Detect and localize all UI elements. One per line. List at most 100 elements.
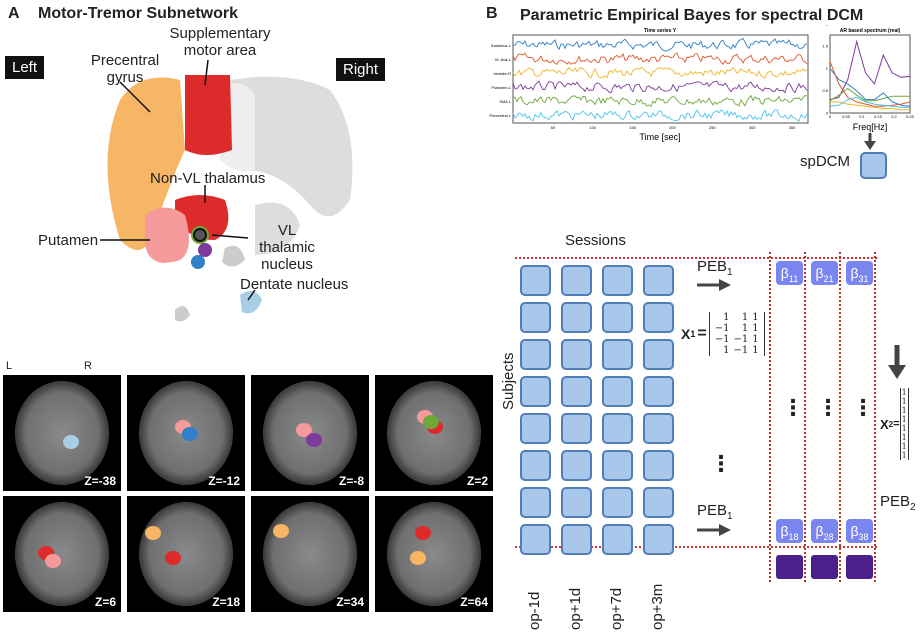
beta-parameter-box: β21 <box>811 261 838 285</box>
beta-index: 38 <box>858 531 869 542</box>
matrix-cell: 1 <box>901 424 907 433</box>
activation-blob <box>165 551 181 565</box>
session-dcm-box <box>643 450 674 481</box>
session-dcm-box <box>561 487 592 518</box>
session-dcm-box <box>561 302 592 333</box>
region-label: Precentral L <box>489 113 511 118</box>
vl-thalamus-marker <box>193 228 207 242</box>
group-parameter-box <box>846 555 873 579</box>
group-parameter-box <box>776 555 803 579</box>
y-tick-label: 1.5 <box>822 44 828 49</box>
spectrum-line <box>829 61 911 107</box>
dentate-label: Dentate nucleus <box>240 276 349 293</box>
timeseries-plot: Time series Y Time [sec] thalamus-LVL-th… <box>489 28 809 142</box>
session-dcm-box <box>520 376 551 407</box>
column-divider <box>839 252 841 582</box>
beta-index: 21 <box>823 273 834 284</box>
session-dcm-box <box>602 524 633 555</box>
panel-b-letter: B <box>486 5 498 22</box>
spectrum-line <box>829 39 911 101</box>
activation-blob <box>45 554 61 568</box>
precentral-label: Precentral gyrus <box>90 52 160 86</box>
mri-slice: Z=-38 <box>3 375 121 491</box>
session-dcm-box <box>520 339 551 370</box>
sessions-label: Sessions <box>565 232 626 249</box>
session-dcm-box <box>602 339 633 370</box>
matrix-cell: 1 <box>901 397 907 406</box>
session-dcm-box <box>520 524 551 555</box>
thalamus-region <box>175 195 229 240</box>
beta-parameter-box: β11 <box>776 261 803 285</box>
peb1-bottom-label: PEB1 <box>697 502 733 522</box>
panel-a-letter: A <box>8 5 20 22</box>
beta-parameter-box: β31 <box>846 261 873 285</box>
session-label: op+7d <box>608 587 625 630</box>
beta-symbol: β <box>780 523 789 539</box>
mri-right-label: R <box>84 360 92 372</box>
matrix-cell: 1 <box>723 312 730 323</box>
brain-image <box>263 502 357 606</box>
session-dcm-box <box>643 524 674 555</box>
peb2-label: PEB2 <box>880 493 916 513</box>
session-dcm-box <box>643 413 674 444</box>
activation-blob <box>63 435 79 449</box>
activation-blob <box>423 415 439 429</box>
session-dcm-box <box>602 376 633 407</box>
beta-symbol: β <box>815 523 824 539</box>
session-label: op+1d <box>567 587 584 630</box>
spectrum-xlabel: Freq[Hz] <box>853 122 888 132</box>
group-parameter-box <box>811 555 838 579</box>
timeseries-line <box>512 52 808 65</box>
slice-z-label: Z=6 <box>94 595 116 609</box>
brain-image <box>387 502 481 606</box>
spectrum-line <box>829 68 911 107</box>
session-dcm-box <box>643 487 674 518</box>
timeseries-line <box>512 37 808 52</box>
x-tick-label: 0 <box>829 114 832 119</box>
y-tick-label: 0 <box>826 111 829 116</box>
spectrum-line <box>829 96 910 108</box>
matrix-cell: 1 <box>901 388 907 397</box>
beta-index: 28 <box>823 531 834 542</box>
dentate-region <box>240 291 262 314</box>
mri-slice: Z=18 <box>127 496 245 612</box>
matrix-cell: 1 <box>723 345 730 356</box>
session-dcm-box <box>561 339 592 370</box>
matrix-cell: 1 <box>901 433 907 442</box>
session-dcm-box <box>643 265 674 296</box>
nonvl-label: Non-VL thalamus <box>150 170 266 187</box>
session-dcm-box <box>561 413 592 444</box>
y-tick-label: 1 <box>826 66 829 71</box>
matrix-cell: 1 <box>752 334 759 345</box>
x-tick-label: 0.2 <box>891 114 897 119</box>
beta-index: 18 <box>788 531 799 542</box>
x-tick-label: 0.05 <box>842 114 851 119</box>
vertical-ellipsis: ⋮ <box>852 396 874 421</box>
bottom-dotted-line <box>515 546 877 548</box>
session-dcm-box <box>561 265 592 296</box>
peb1-top-label: PEB1 <box>697 258 733 278</box>
x-tick-label: 150 <box>629 125 636 130</box>
matrix-cell: −1 <box>733 345 749 356</box>
beta-symbol: β <box>850 523 859 539</box>
beta-symbol: β <box>780 265 789 281</box>
spectrum-line <box>830 101 910 111</box>
session-label: op+3m <box>649 583 666 630</box>
column-divider <box>804 252 806 582</box>
down-arrow-icon <box>888 345 906 379</box>
slice-z-label: Z=2 <box>466 474 488 488</box>
region-label: Putamen-L <box>491 85 511 90</box>
mri-left-label: L <box>6 360 13 372</box>
column-divider <box>769 252 771 582</box>
right-arrow-icon <box>697 524 731 536</box>
spectrum-title: AR based spectrum (real) <box>840 28 901 34</box>
precentral-region <box>107 77 185 250</box>
slice-z-label: Z=18 <box>212 595 240 609</box>
session-dcm-box <box>643 302 674 333</box>
region-label: thalamus-L <box>491 43 512 48</box>
activation-blob <box>410 551 426 565</box>
brain-image <box>15 502 109 606</box>
x-tick-label: 0.1 <box>859 114 865 119</box>
session-dcm-box <box>520 302 551 333</box>
vertical-ellipsis: ⋮ <box>710 452 732 477</box>
